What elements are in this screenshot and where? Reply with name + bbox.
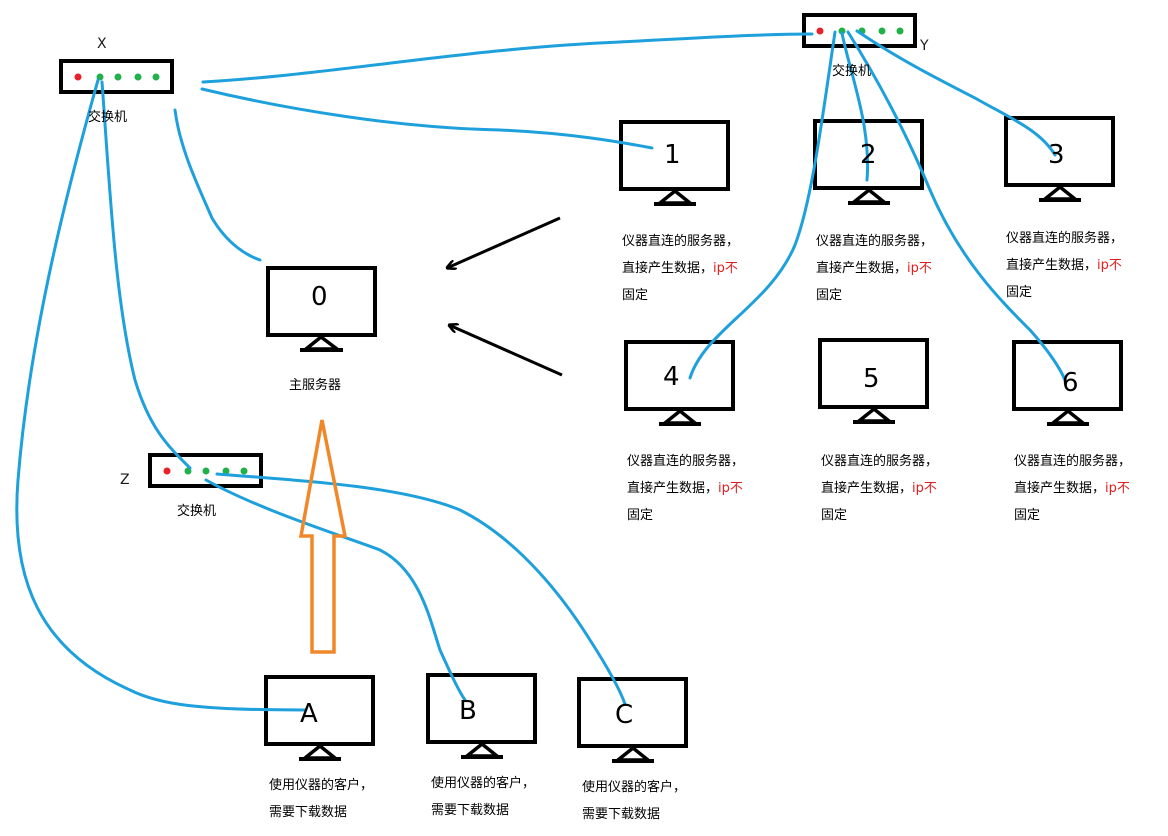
server-description: 仪器直连的服务器， 直接产生数据，ip不 固定 (816, 234, 934, 303)
led-red (74, 73, 82, 81)
ip-note: ip不 (713, 261, 738, 276)
server-description: 仪器直连的服务器， 直接产生数据，ip不 固定 (1006, 231, 1124, 300)
cable-z-to-client-c (215, 472, 627, 706)
monitor-client-b (426, 673, 537, 759)
led-red (816, 27, 824, 35)
client-letter: B (459, 696, 477, 726)
main-server-label: 主服务器 (289, 378, 342, 393)
monitor-server-1 (619, 120, 730, 206)
client-description: 使用仪器的客户， 需要下载数据 (269, 778, 374, 820)
monitor-server-5 (818, 338, 929, 424)
led-green (114, 73, 122, 81)
cable-x-to-server-1 (200, 87, 654, 150)
server-description: 仪器直连的服务器， 直接产生数据，ip不 固定 (627, 454, 745, 523)
cable-y-to-server-2 (840, 31, 870, 182)
cable-x-to-switch-z (100, 80, 192, 470)
switch-z-letter: Z (120, 472, 130, 488)
switch-x-letter: X (97, 36, 107, 52)
client-description: 使用仪器的客户， 需要下载数据 (582, 780, 687, 822)
switch-y (802, 13, 917, 48)
arrow-upper-to-main-server (447, 216, 561, 268)
client-description: 使用仪器的客户， 需要下载数据 (431, 776, 536, 818)
led-green (222, 467, 230, 475)
led-green (896, 27, 904, 35)
ip-note: ip不 (1097, 258, 1122, 273)
monitor-client-a (264, 675, 375, 761)
server-description: 仪器直连的服务器， 直接产生数据，ip不 固定 (821, 454, 939, 523)
monitor-main-server (266, 266, 377, 352)
led-green (838, 27, 846, 35)
monitor-server-6 (1012, 340, 1123, 426)
ip-note: ip不 (912, 481, 937, 496)
cable-y-to-server-4 (688, 30, 837, 380)
cable-x-to-y (201, 32, 814, 84)
main-server-number: 0 (311, 282, 328, 312)
client-letter: C (615, 700, 634, 730)
switch-y-label: 交换机 (832, 64, 872, 79)
server-description: 仪器直连的服务器， 直接产生数据，ip不 固定 (1014, 454, 1132, 523)
switch-y-letter: Y (920, 38, 929, 54)
ip-note: ip不 (1105, 481, 1130, 496)
server-number: 1 (664, 140, 681, 170)
server-number: 4 (663, 362, 680, 392)
arrow-clients-to-main-server (298, 419, 348, 654)
server-number: 3 (1048, 140, 1065, 170)
switch-z-label: 交换机 (177, 504, 217, 519)
led-green (202, 467, 210, 475)
led-green (152, 73, 160, 81)
server-number: 6 (1062, 368, 1079, 398)
server-number: 2 (860, 140, 877, 170)
cable-y-to-server-3 (855, 29, 1057, 157)
server-description: 仪器直连的服务器， 直接产生数据，ip不 固定 (622, 234, 740, 303)
switch-x (59, 59, 174, 94)
cable-x-to-main-server (173, 108, 262, 262)
server-number: 5 (863, 364, 880, 394)
arrow-lower-to-main-server (449, 325, 563, 377)
ip-note: ip不 (718, 481, 743, 496)
client-letter: A (300, 699, 318, 729)
monitor-server-4 (624, 340, 735, 426)
led-red (163, 467, 171, 475)
led-green (240, 467, 248, 475)
led-green (878, 27, 886, 35)
monitor-server-3 (1004, 116, 1115, 202)
cable-y-to-server-6 (846, 30, 1067, 382)
cables (15, 29, 1067, 712)
ip-note: ip不 (907, 261, 932, 276)
cable-x-to-client-a (15, 78, 307, 712)
monitor-client-c (577, 677, 688, 763)
led-green (134, 73, 142, 81)
cable-z-to-client-b (204, 478, 467, 702)
switch-x-label: 交换机 (88, 110, 128, 125)
